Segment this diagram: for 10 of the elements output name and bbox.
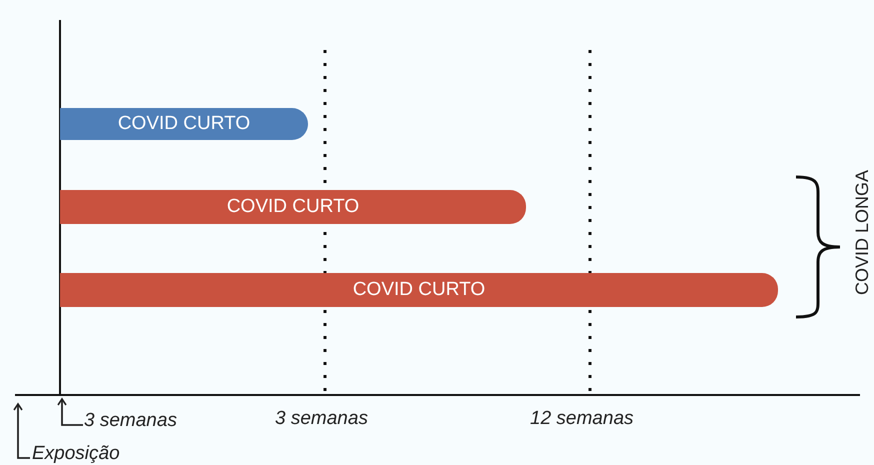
leader-arrow <box>13 403 30 459</box>
axis-label: 3 semanas <box>84 410 177 432</box>
axis-label: Exposição <box>32 443 120 465</box>
axis-label: 12 semanas <box>530 408 634 430</box>
duration-bar: COVID CURTO <box>60 190 526 224</box>
duration-bar: COVID CURTO <box>60 108 308 140</box>
bracket-label: COVID LONGA <box>852 170 873 296</box>
leader-arrow <box>57 398 83 426</box>
duration-bar: COVID CURTO <box>60 273 778 307</box>
axis-label: 3 semanas <box>275 408 368 430</box>
